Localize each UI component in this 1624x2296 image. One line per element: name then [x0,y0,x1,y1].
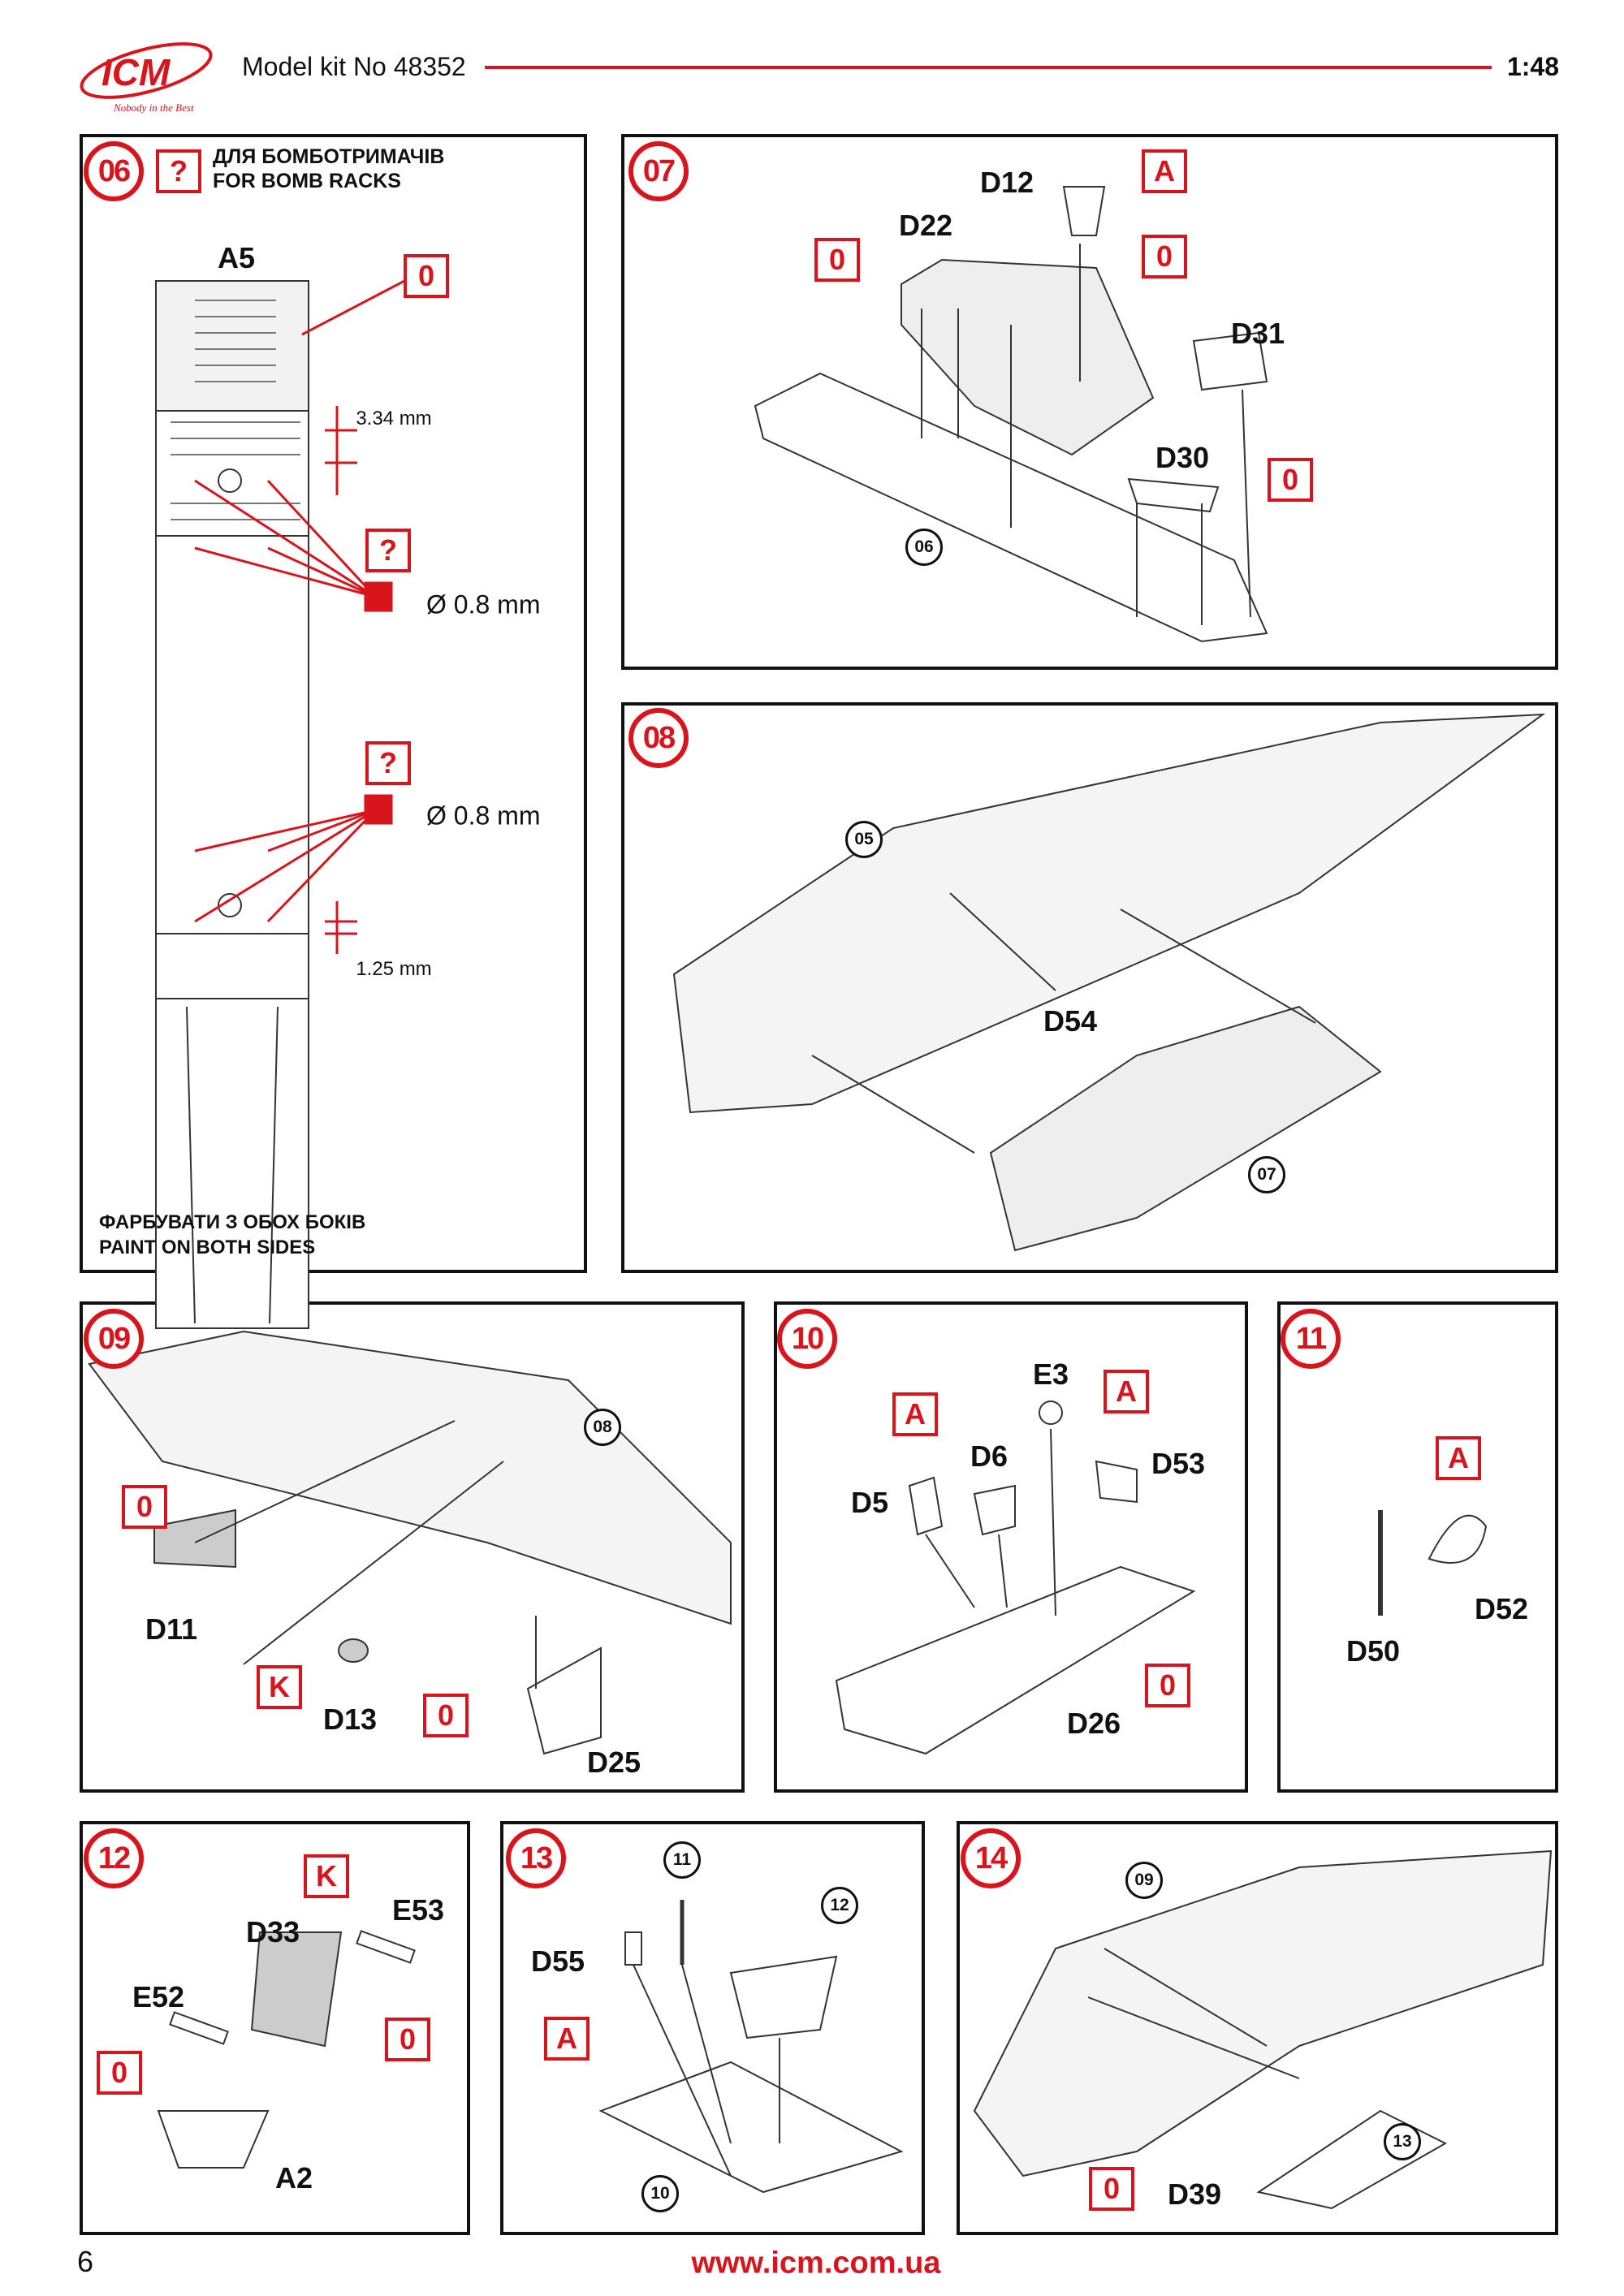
part-label: E3 [1032,1357,1069,1391]
step-reference: 07 [1248,1156,1285,1193]
step-06-panel [80,134,587,1273]
step-reference: 13 [1384,2123,1421,2160]
paint-code: 0 [122,1485,167,1529]
part-label: D26 [1066,1707,1121,1740]
step-reference: 06 [905,529,943,566]
step-09-panel [80,1301,745,1793]
paint-code: 0 [1142,235,1187,278]
kit-title: Model kit No 48352 [242,52,466,81]
paint-code: ? [365,529,411,572]
step-number-07: 07 [628,141,689,201]
step-number-11: 11 [1281,1309,1341,1369]
part-label: E52 [132,1980,185,2013]
step-number-12: 12 [84,1828,144,1888]
step-11-panel [1277,1301,1558,1793]
svg-text:Nobody in the Best: Nobody in the Best [113,101,194,114]
step-number-06: 06 [84,141,144,201]
step-reference: 08 [584,1409,621,1446]
paint-code: 0 [814,238,860,282]
page-number: 6 [77,2245,94,2278]
step-reference: 09 [1125,1862,1163,1899]
paint-code: A [544,2017,590,2061]
website-link[interactable]: www.icm.com.ua [691,2246,941,2281]
dimension-label: 3.34 mm [356,408,432,429]
part-label: D39 [1167,2177,1222,2211]
paint-code: A [1142,149,1187,193]
part-label: D54 [1043,1004,1098,1038]
paint-code: A [1436,1436,1481,1480]
step-reference: 11 [663,1841,701,1879]
part-label: D50 [1345,1634,1401,1668]
paint-code: 0 [385,2018,430,2061]
note-ua: ФАРБУВАТИ З ОБОХ БОКІВ [99,1211,366,1233]
part-label: D55 [530,1944,585,1978]
step-07-panel [621,134,1558,670]
part-label: A5 [217,241,256,274]
part-label: D12 [979,166,1034,199]
svg-text:ICM: ICM [102,51,171,93]
part-label: D5 [850,1486,889,1519]
part-label: D52 [1474,1592,1529,1625]
step-10-panel [774,1301,1248,1793]
title-en: FOR BOMB RACKS [213,170,401,192]
drill-diameter: Ø 0.8 mm [426,801,541,831]
header-rule [485,66,1492,69]
step-08-panel [621,702,1558,1273]
paint-code: A [1104,1370,1149,1413]
part-label: D11 [145,1612,198,1646]
part-label: D25 [586,1746,641,1779]
step-number-08: 08 [628,708,689,768]
step-number-10: 10 [777,1309,837,1369]
part-label: D30 [1155,441,1210,474]
part-label: D22 [898,209,953,242]
title-ua: ДЛЯ БОМБОТРИМАЧІВ [213,145,445,168]
kit-scale: 1:48 [1506,52,1559,81]
paint-code: K [257,1665,302,1709]
step-number-13: 13 [506,1828,566,1888]
part-label: D31 [1230,317,1285,350]
step-14-panel [957,1821,1558,2235]
paint-code: K [304,1854,349,1898]
drill-diameter: Ø 0.8 mm [426,589,541,619]
step-number-14: 14 [961,1828,1021,1888]
dimension-label: 1.25 mm [356,958,432,980]
paint-code: A [892,1392,938,1436]
part-label: D33 [245,1915,300,1949]
step-reference: 10 [641,2175,679,2212]
step-number-09: 09 [84,1309,144,1369]
paint-code: 0 [1089,2167,1134,2211]
paint-code: 0 [1145,1664,1190,1707]
paint-code: ? [365,741,411,785]
part-label: E53 [391,1893,445,1927]
part-label: D53 [1151,1447,1206,1480]
part-label: A2 [274,2161,313,2195]
paint-note: ФАРБУВАТИ З ОБОХ БОКІВ PAINT ON BOTH SIDE… [99,1210,365,1260]
paint-code: ? [156,149,201,193]
icm-logo: ICM Nobody in the Best [77,37,219,118]
part-label: D6 [970,1439,1009,1473]
paint-code: 0 [1268,458,1313,502]
step-reference: 12 [821,1887,858,1924]
paint-code: 0 [423,1694,469,1737]
paint-code: 0 [404,254,449,298]
step-reference: 05 [845,821,883,858]
part-label: D13 [322,1703,378,1736]
note-en: PAINT ON BOTH SIDES [99,1236,316,1258]
paint-code: 0 [97,2051,142,2095]
